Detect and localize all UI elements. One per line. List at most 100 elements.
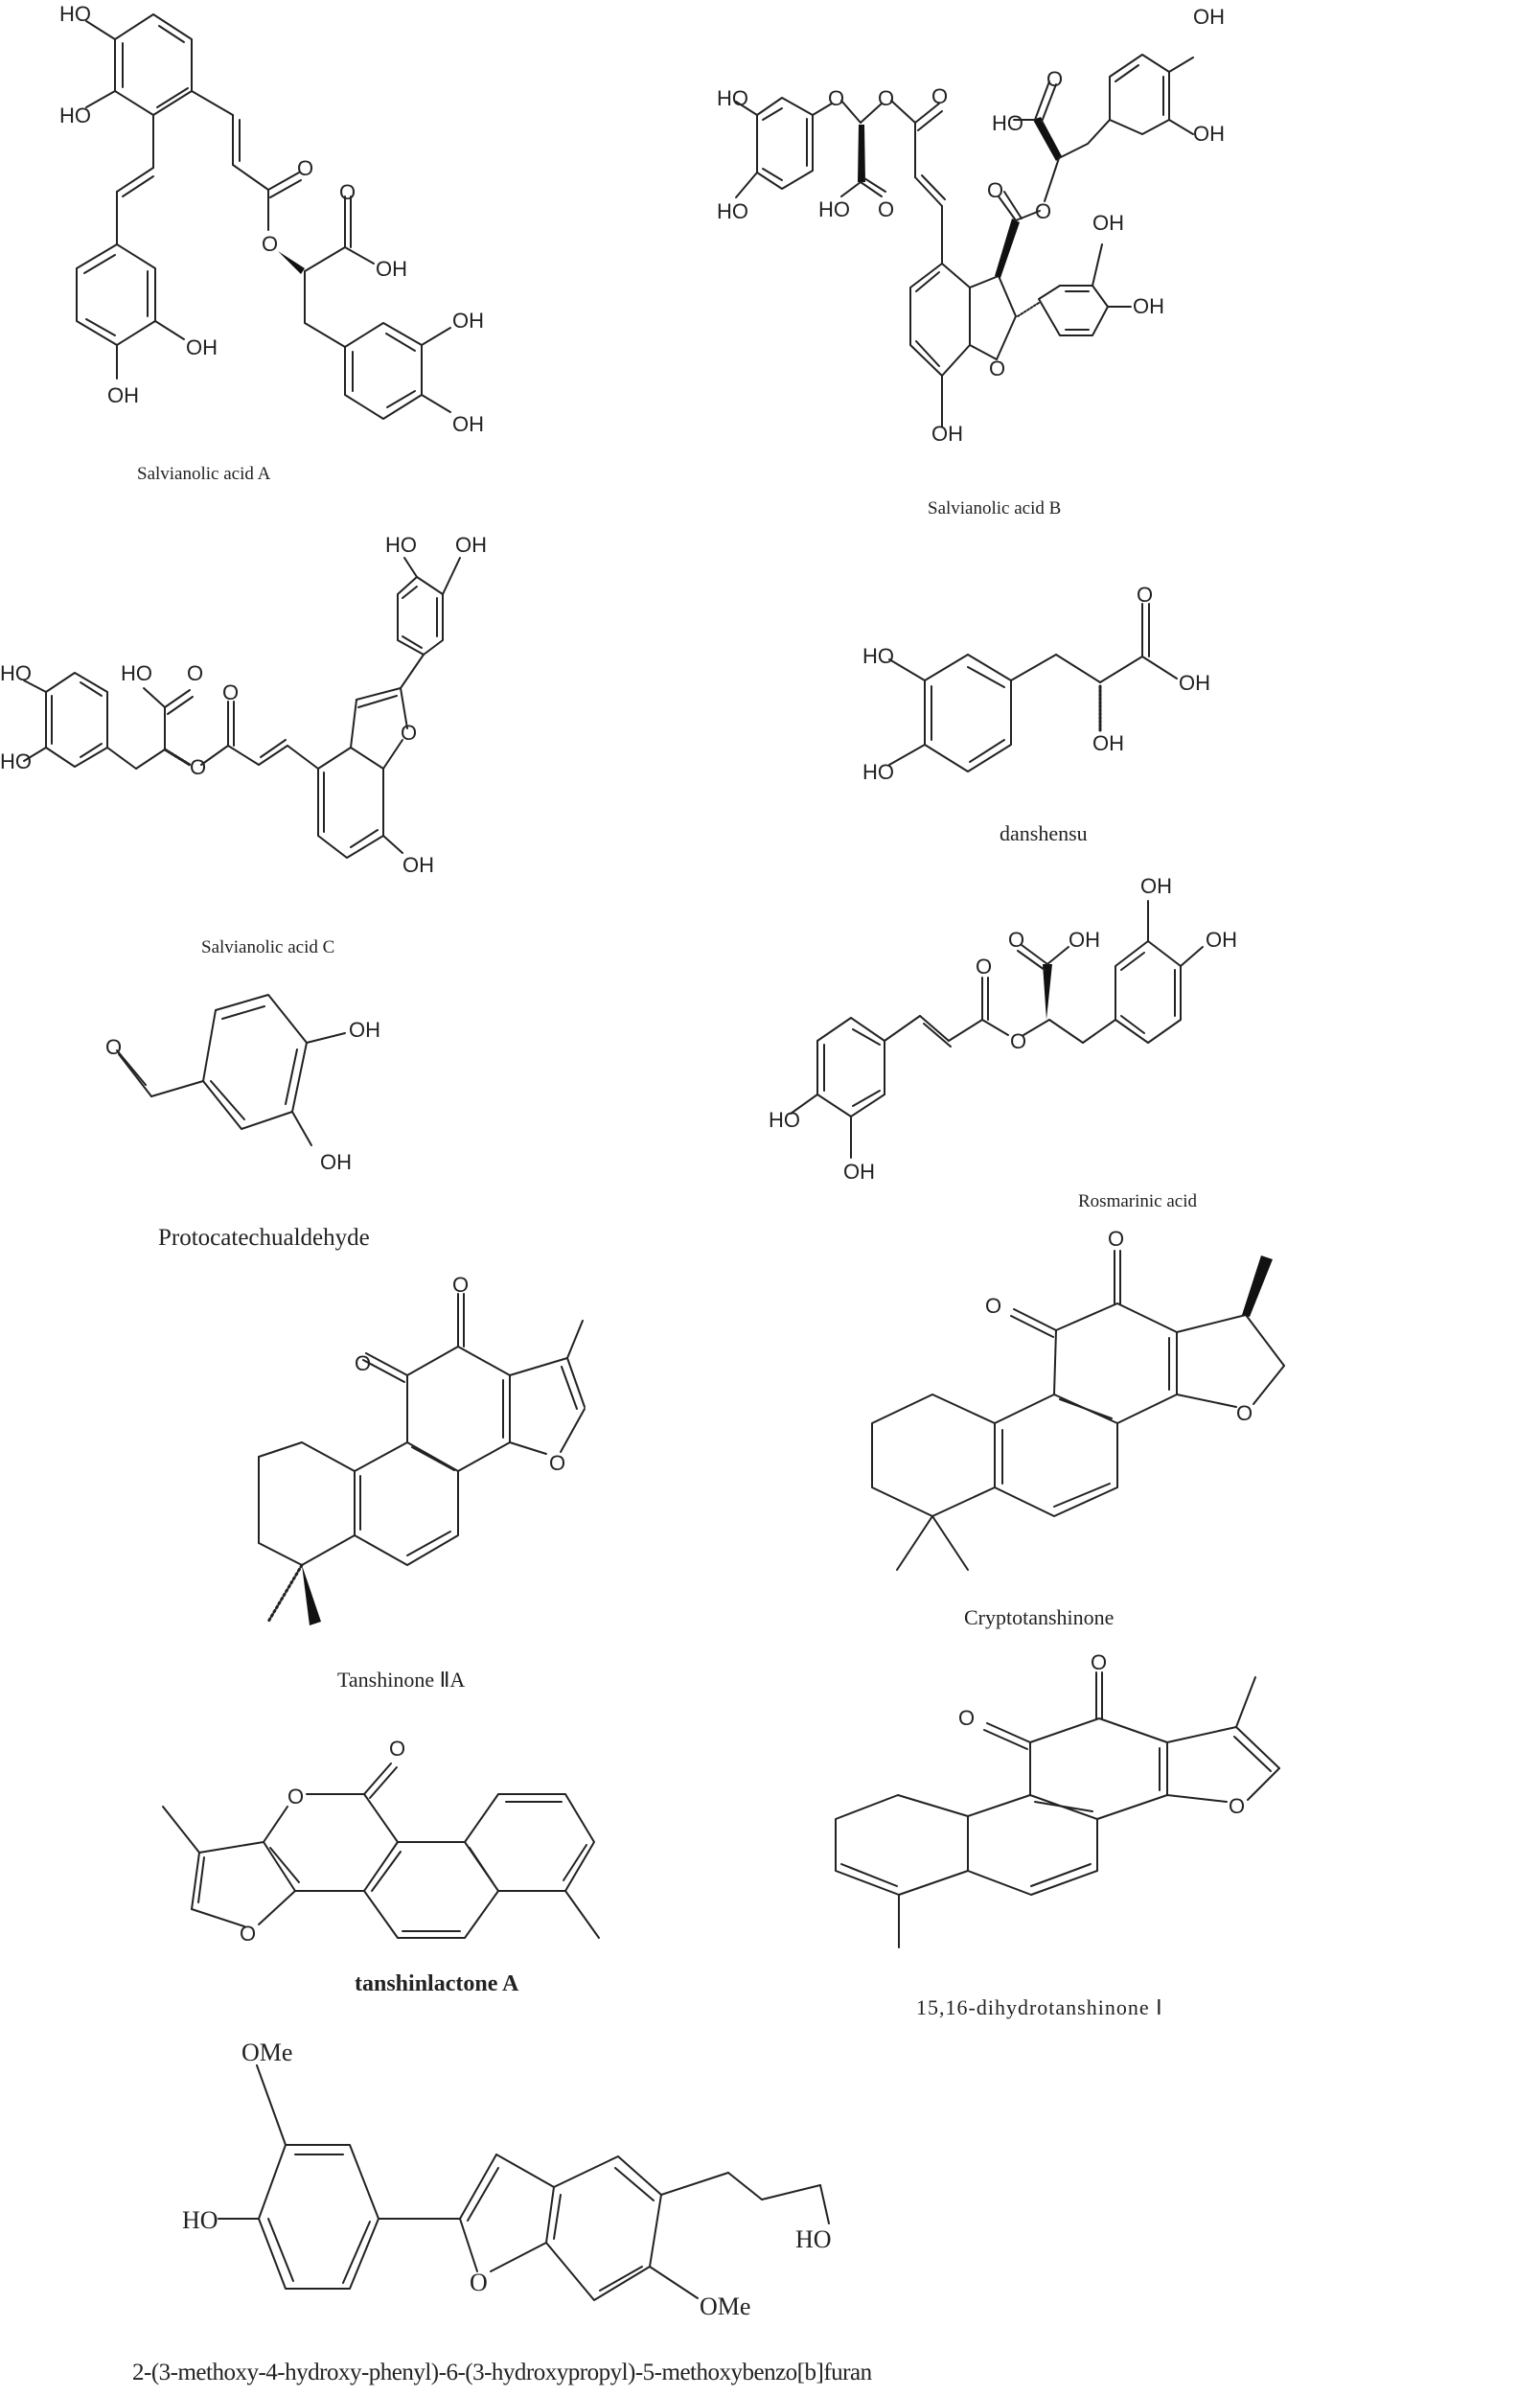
atom-label: O bbox=[985, 1294, 1001, 1318]
compound-name: 15,16-dihydrotanshinone Ⅰ bbox=[916, 1995, 1163, 2019]
structure-benzofuran-derivative: OMe HO O HO OMe 2-(3-methoxy-4-hydroxy-p… bbox=[132, 2032, 1437, 2396]
compound-name: danshensu bbox=[1000, 821, 1088, 845]
atom-label: O bbox=[389, 1737, 405, 1761]
atom-label: HO bbox=[717, 86, 748, 110]
atom-label: HO bbox=[385, 533, 417, 557]
structure-cryptotanshinone: O O O Cryptotanshinone bbox=[815, 1227, 1313, 1658]
atom-label: O bbox=[828, 86, 844, 110]
structure-salvianolic-acid-a: HO HO O O O OH OH OH OH OH Salvianolic a… bbox=[0, 0, 728, 518]
structure-salvianolic-acid-c: HO HO HO O O O O HO OH OH Salvianolic ac… bbox=[0, 518, 767, 978]
atom-label: O bbox=[1046, 67, 1063, 91]
atom-label: OH bbox=[1069, 928, 1100, 952]
compound-name: tanshinlactone A bbox=[355, 1971, 519, 1996]
atom-label: O bbox=[987, 178, 1003, 202]
atom-label: HO bbox=[121, 661, 152, 685]
atom-label: OH bbox=[376, 257, 407, 281]
atom-label: OH bbox=[1133, 294, 1164, 318]
structure-danshensu: HO HO O OH OH danshensu bbox=[767, 518, 1540, 882]
atom-label: O bbox=[452, 1273, 469, 1297]
structure-rosmarinic-acid: HO OH O O O OH OH OH Rosmarinic acid bbox=[747, 874, 1540, 1217]
atom-label: HO bbox=[182, 2206, 218, 2234]
atom-label: O bbox=[1035, 199, 1051, 223]
atom-label: O bbox=[1008, 928, 1024, 952]
atom-label: OH bbox=[107, 383, 139, 407]
salvianolic-acid-b-drawing: HO HO O O O HO O O HO O O OH OH OH OH O … bbox=[717, 5, 1225, 446]
atom-label: O bbox=[878, 197, 894, 221]
atom-label: O bbox=[470, 2269, 488, 2296]
atom-label: O bbox=[105, 1035, 122, 1059]
atom-label: OH bbox=[320, 1150, 352, 1174]
atom-label: OMe bbox=[700, 2292, 750, 2320]
tanshinlactone-a-drawing: O O O bbox=[162, 1737, 600, 1946]
atom-label: HO bbox=[59, 104, 91, 127]
atom-label: O bbox=[1108, 1227, 1124, 1251]
atom-label: O bbox=[1137, 583, 1153, 607]
atom-label: OH bbox=[452, 412, 484, 436]
atom-label: O bbox=[355, 1351, 371, 1375]
atom-label: HO bbox=[0, 749, 32, 773]
atom-label: O bbox=[262, 232, 278, 256]
atom-label: O bbox=[989, 357, 1005, 380]
compound-name: Salvianolic acid A bbox=[137, 464, 271, 484]
cryptotanshinone-drawing: O O O bbox=[871, 1227, 1285, 1571]
salvianolic-acid-a-drawing: HO HO O O O OH OH OH OH OH bbox=[59, 2, 484, 436]
dihydrotanshinone-i-drawing: O O O bbox=[835, 1650, 1280, 1948]
protocatechualdehyde-drawing: O OH OH bbox=[105, 994, 380, 1174]
atom-label: OH bbox=[452, 309, 484, 333]
structure-tanshinlactone-a: O O O tanshinlactone A bbox=[144, 1687, 719, 2013]
atom-label: HO bbox=[0, 661, 32, 685]
rosmarinic-acid-drawing: HO OH O O O OH OH OH bbox=[769, 874, 1237, 1184]
atom-label: HO bbox=[862, 644, 894, 668]
atom-label: O bbox=[339, 180, 356, 204]
atom-label: OH bbox=[1179, 671, 1210, 695]
atom-label: O bbox=[958, 1706, 975, 1730]
atom-label: O bbox=[401, 721, 417, 745]
atom-label: HO bbox=[717, 199, 748, 223]
tanshinone-iia-drawing: O O O bbox=[258, 1273, 586, 1625]
compound-name: Cryptotanshinone bbox=[964, 1605, 1115, 1629]
atom-label: HO bbox=[992, 111, 1023, 135]
atom-label: OMe bbox=[241, 2039, 292, 2066]
atom-label: OH bbox=[1193, 5, 1225, 29]
atom-label: OH bbox=[455, 533, 487, 557]
benzofuran-derivative-drawing: OMe HO O HO OMe bbox=[182, 2039, 832, 2320]
atom-label: O bbox=[1236, 1401, 1253, 1425]
atom-label: OH bbox=[349, 1018, 380, 1042]
atom-label: O bbox=[1091, 1650, 1107, 1674]
atom-label: O bbox=[222, 680, 239, 704]
atom-label: OH bbox=[1092, 731, 1124, 755]
atom-label: OH bbox=[1193, 122, 1225, 146]
atom-label: OH bbox=[1206, 928, 1237, 952]
danshensu-drawing: HO HO O OH OH bbox=[862, 583, 1210, 784]
compound-name: 2-(3-methoxy-4-hydroxy-phenyl)-6-(3-hydr… bbox=[132, 2360, 872, 2385]
atom-label: HO bbox=[818, 197, 850, 221]
compound-name: Salvianolic acid B bbox=[928, 498, 1062, 518]
atom-label: HO bbox=[769, 1108, 800, 1132]
atom-label: O bbox=[976, 955, 992, 979]
structure-protocatechualdehyde: O OH OH Protocatechualdehyde bbox=[0, 958, 767, 1275]
compound-name: Rosmarinic acid bbox=[1078, 1191, 1197, 1211]
atom-label: O bbox=[187, 661, 203, 685]
atom-label: OH bbox=[402, 853, 434, 877]
atom-label: OH bbox=[843, 1160, 875, 1184]
atom-label: O bbox=[1229, 1794, 1245, 1818]
atom-label: OH bbox=[931, 422, 963, 446]
compound-name: Protocatechualdehyde bbox=[158, 1225, 370, 1251]
atom-label: O bbox=[1010, 1029, 1026, 1053]
atom-label: O bbox=[287, 1785, 304, 1809]
atom-label: O bbox=[190, 755, 206, 779]
atom-label: O bbox=[240, 1922, 256, 1946]
atom-label: O bbox=[931, 84, 948, 108]
atom-label: HO bbox=[862, 760, 894, 784]
compound-name: Tanshinone ⅡA bbox=[337, 1668, 466, 1692]
atom-label: O bbox=[297, 156, 313, 180]
structure-salvianolic-acid-b: HO HO O O O HO O O HO O O OH OH OH OH O … bbox=[709, 0, 1540, 537]
atom-label: O bbox=[878, 86, 894, 110]
atom-label: HO bbox=[59, 2, 91, 26]
atom-label: OH bbox=[1092, 211, 1124, 235]
atom-label: HO bbox=[795, 2225, 832, 2253]
structure-dihydrotanshinone-i: O O O 15,16-dihydrotanshinone Ⅰ bbox=[805, 1650, 1342, 2022]
salvianolic-acid-c-drawing: HO HO HO O O O O HO OH OH bbox=[0, 533, 487, 877]
atom-label: O bbox=[549, 1451, 565, 1475]
atom-label: OH bbox=[186, 335, 218, 359]
